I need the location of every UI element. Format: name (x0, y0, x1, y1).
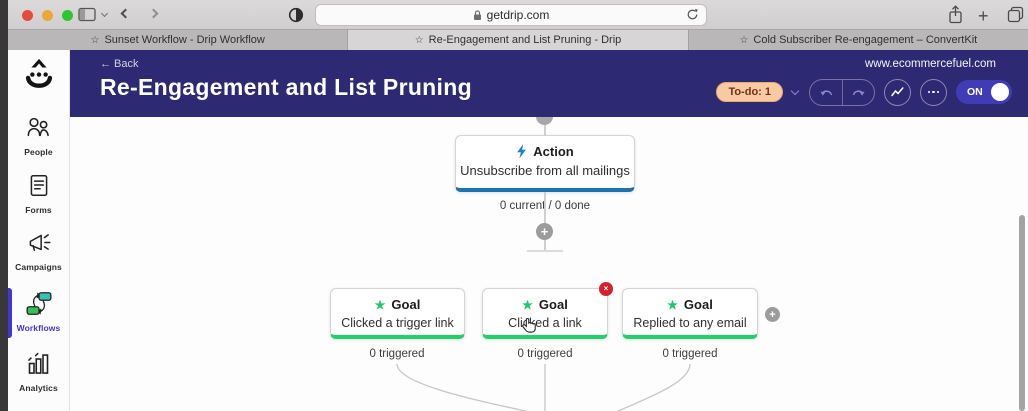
ellipsis-icon (936, 90, 940, 94)
redo-button[interactable] (842, 79, 874, 105)
back-nav-icon[interactable] (120, 8, 131, 19)
node-description: Clicked a link (508, 316, 582, 330)
node-description: Unsubscribe from all mailings (460, 163, 630, 178)
goal-connector-curves (396, 363, 691, 411)
toggle-state-label: ON (967, 86, 983, 98)
analytics-icon (28, 352, 49, 374)
more-options-button[interactable] (920, 78, 947, 106)
toggle-knob (991, 83, 1009, 101)
browser-toolbar: getdrip.com + (8, 0, 1028, 30)
zoom-window-button[interactable] (62, 10, 73, 21)
todo-button[interactable]: To-do: 1 (716, 82, 783, 102)
sidebar-chevron-down-icon[interactable] (100, 9, 109, 18)
active-nav-indicator (8, 288, 12, 338)
ellipsis-icon (927, 90, 931, 94)
tab-label: Re-Engagement and List Pruning - Drip (428, 34, 622, 46)
goal-star-icon: ★ (667, 297, 678, 312)
url-text: getdrip.com (486, 8, 550, 22)
tab-label: Cold Subscriber Re-engagement – ConvertK… (753, 34, 978, 46)
redo-icon (852, 90, 865, 96)
connector-line (544, 117, 546, 136)
close-window-button[interactable] (22, 10, 33, 21)
sidebar-item-workflows[interactable]: Workflows (8, 290, 69, 333)
workflow-canvas[interactable]: Action Unsubscribe from all mailings 0 c… (70, 117, 1028, 411)
account-url: www.ecommercefuel.com (864, 58, 996, 70)
sidebar-item-campaigns[interactable]: Campaigns (8, 230, 69, 272)
vertical-scrollbar[interactable] (1019, 215, 1025, 411)
workflow-on-toggle[interactable]: ON (956, 80, 1012, 104)
favorite-star-icon: ☆ (414, 34, 424, 46)
reload-icon[interactable] (686, 8, 699, 24)
tab-label: Sunset Workflow - Drip Workflow (104, 34, 265, 46)
privacy-shield-icon[interactable] (288, 7, 304, 23)
goal-status: 0 triggered (369, 348, 425, 360)
add-step-button[interactable]: + (536, 223, 553, 240)
node-description: Clicked a trigger link (341, 316, 454, 330)
favorite-star-icon: ☆ (90, 34, 100, 46)
workflows-icon (26, 292, 51, 315)
address-bar[interactable]: getdrip.com (315, 4, 707, 26)
goal-node-clicked-link[interactable]: ★ Goal Clicked a link × (482, 282, 613, 339)
window-controls (22, 10, 73, 21)
connector-endcap (527, 250, 563, 252)
ellipsis-icon (932, 90, 935, 94)
sidebar-item-label: Forms (25, 205, 52, 215)
lightning-bolt-icon (517, 144, 527, 159)
action-node[interactable]: Action Unsubscribe from all mailings (455, 135, 635, 192)
workflow-header: ← Back Re-Engagement and List Pruning ww… (70, 50, 1028, 117)
goal-node-replied-email[interactable]: ★ Goal Replied to any email (622, 288, 758, 339)
hidden-add-step-node[interactable] (536, 117, 553, 125)
tab-re-engagement[interactable]: ☆ Re-Engagement and List Pruning - Drip (348, 30, 689, 50)
add-goal-button[interactable]: + (765, 307, 780, 322)
sidebar-item-label: Analytics (19, 383, 58, 393)
todo-chevron-down-icon[interactable] (790, 86, 800, 95)
back-link[interactable]: ← Back (100, 58, 139, 70)
tab-cold-subscriber[interactable]: ☆ Cold Subscriber Re-engagement – Conver… (688, 30, 1028, 50)
sidebar-item-analytics[interactable]: Analytics (8, 350, 69, 393)
connector-line (544, 240, 546, 251)
sidebar-item-label: People (24, 147, 53, 157)
node-description: Replied to any email (633, 316, 747, 330)
screen-edge (0, 0, 8, 411)
new-tab-icon[interactable]: + (978, 6, 989, 26)
undo-icon (820, 90, 833, 96)
drip-logo[interactable] (8, 56, 69, 101)
node-type-label: Goal (538, 297, 568, 312)
campaigns-icon (29, 234, 51, 251)
undo-redo-group (809, 78, 875, 106)
sidebar-item-people[interactable]: People (8, 114, 69, 157)
sidebar-item-label: Campaigns (15, 262, 62, 272)
goal-star-icon: ★ (374, 297, 386, 312)
sidebar-item-label: Workflows (16, 323, 61, 333)
node-type-label: Goal (683, 297, 713, 312)
undo-button[interactable] (810, 80, 842, 105)
workflow-title: Re-Engagement and List Pruning (100, 74, 472, 100)
forward-nav-icon[interactable] (148, 8, 159, 19)
people-icon (27, 117, 49, 137)
tab-bar: ☆ Sunset Workflow - Drip Workflow ☆ Re-E… (8, 30, 1028, 50)
delete-node-badge[interactable]: × (599, 282, 613, 296)
analytics-chart-button[interactable] (884, 78, 911, 106)
line-chart-icon (891, 87, 904, 97)
node-type-label: Goal (391, 297, 421, 312)
header-controls: To-do: 1 (716, 77, 1012, 107)
goal-star-icon: ★ (522, 297, 533, 312)
goal-status: 0 triggered (662, 348, 718, 360)
tab-overview-icon[interactable] (1007, 6, 1024, 23)
mouse-cursor (522, 317, 537, 339)
favorite-star-icon: ☆ (739, 34, 749, 46)
goal-node-trigger-link[interactable]: ★ Goal Clicked a trigger link (330, 288, 465, 339)
app-sidebar: People Forms (8, 50, 70, 411)
share-icon[interactable] (948, 5, 963, 24)
connector-line (544, 192, 546, 223)
node-type-label: Action (533, 144, 574, 159)
tab-sunset-workflow[interactable]: ☆ Sunset Workflow - Drip Workflow (8, 30, 349, 50)
sidebar-item-forms[interactable]: Forms (8, 172, 69, 215)
goal-status: 0 triggered (517, 348, 573, 360)
lock-icon (473, 9, 481, 20)
minimize-window-button[interactable] (42, 10, 53, 21)
sidebar-toggle-icon[interactable] (78, 7, 96, 22)
forms-icon (30, 174, 47, 197)
